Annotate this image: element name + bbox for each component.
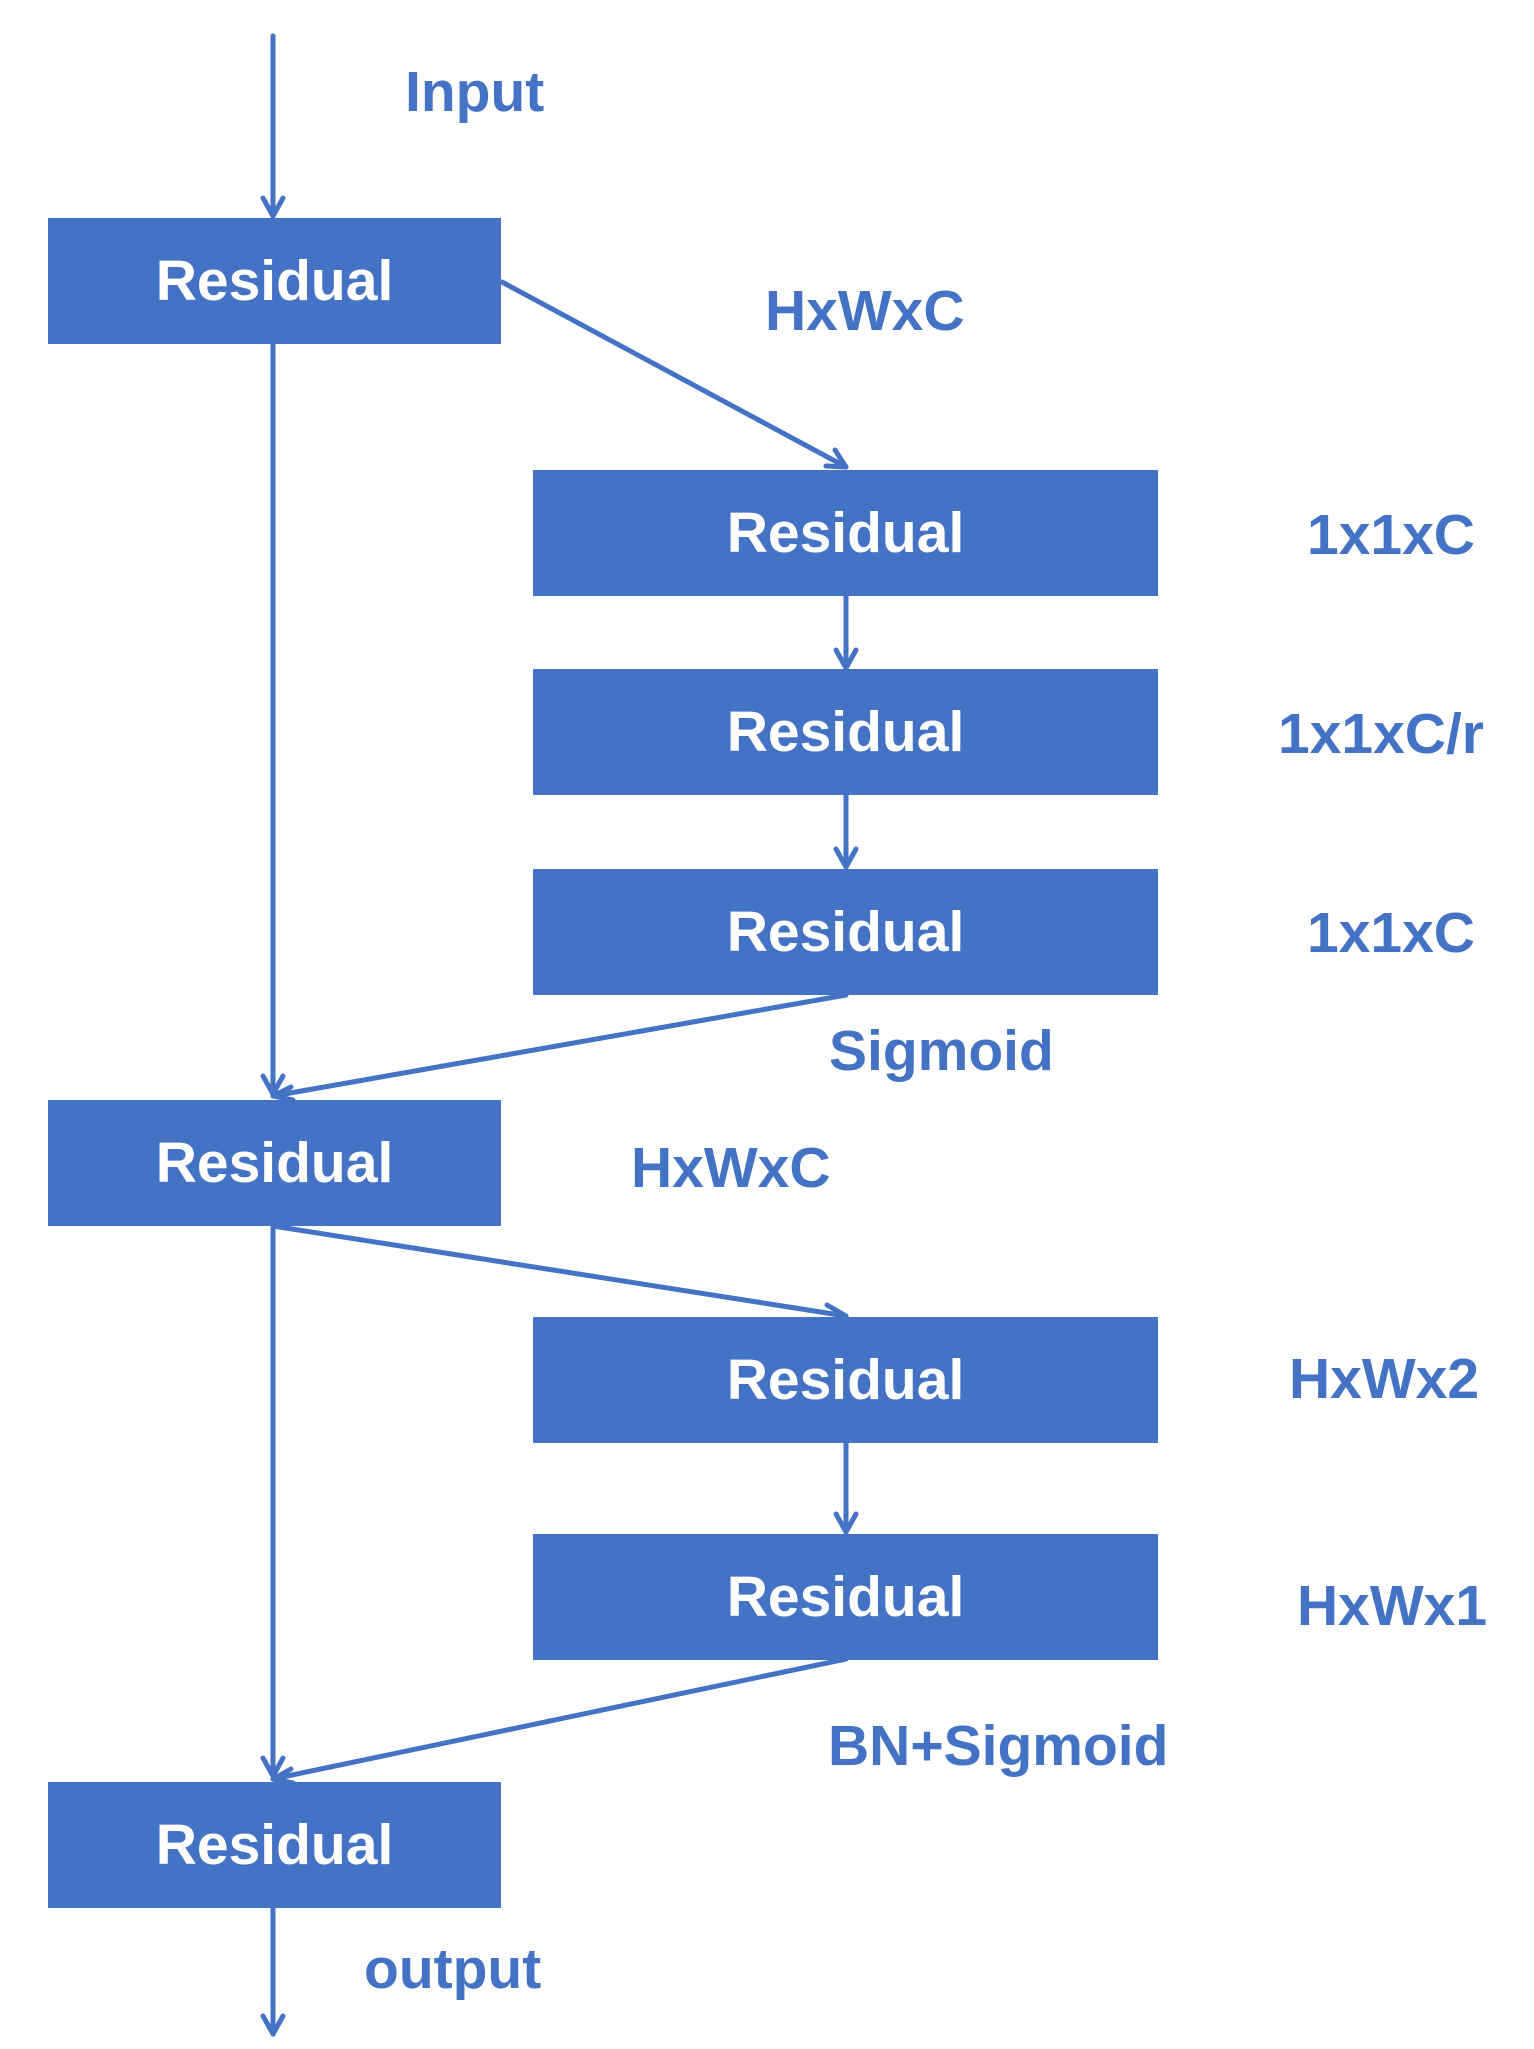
channel-dim-1-label: 1x1xC [1307,503,1475,567]
hwc-mid-label: HxWxC [631,1136,831,1200]
channel-dim-2-label: 1x1xC [1307,901,1475,965]
residual-block-spatial-1: Residual [533,1317,1158,1443]
spatial-dim-1-label: HxWx1 [1297,1574,1488,1638]
output-arrow-head [260,2013,286,2037]
sigmoid-merge-arrow [270,992,849,1099]
residual-block-spatial-2: Residual [533,1534,1158,1660]
channel-arrow-1-head [833,647,859,671]
spatial-arrow-1-head [833,1511,859,1535]
channel-arrow-2-head [833,846,859,870]
residual-block-main-3: Residual [48,1782,501,1908]
bn-sigmoid-merge-arrow-head [270,1766,296,1786]
branch-arrow-channel-head [823,447,849,470]
residual-block-main-2: Residual [48,1100,501,1226]
sigmoid-label: Sigmoid [829,1019,1054,1083]
branch-arrow-channel [499,279,849,470]
bn-sigmoid-label: BN+Sigmoid [828,1714,1169,1778]
branch-arrow-spatial [270,1223,849,1319]
sigmoid-merge-arrow-head [270,1084,296,1103]
output-label: output [364,1937,542,2001]
channel-dim-reduced-label: 1x1xC/r [1278,702,1484,766]
hwc-top-label: HxWxC [765,279,965,343]
residual-block-channel-2: Residual [533,669,1158,795]
input-label: Input [405,60,545,124]
trunk-arrow-2-head [260,1755,286,1779]
bn-sigmoid-merge-arrow [270,1656,849,1782]
residual-block-channel-1: Residual [533,470,1158,596]
input-arrow-head [260,195,286,219]
residual-block-channel-3: Residual [533,869,1158,995]
spatial-dim-2-label: HxWx2 [1289,1347,1480,1411]
residual-block-main-1: Residual [48,218,501,344]
